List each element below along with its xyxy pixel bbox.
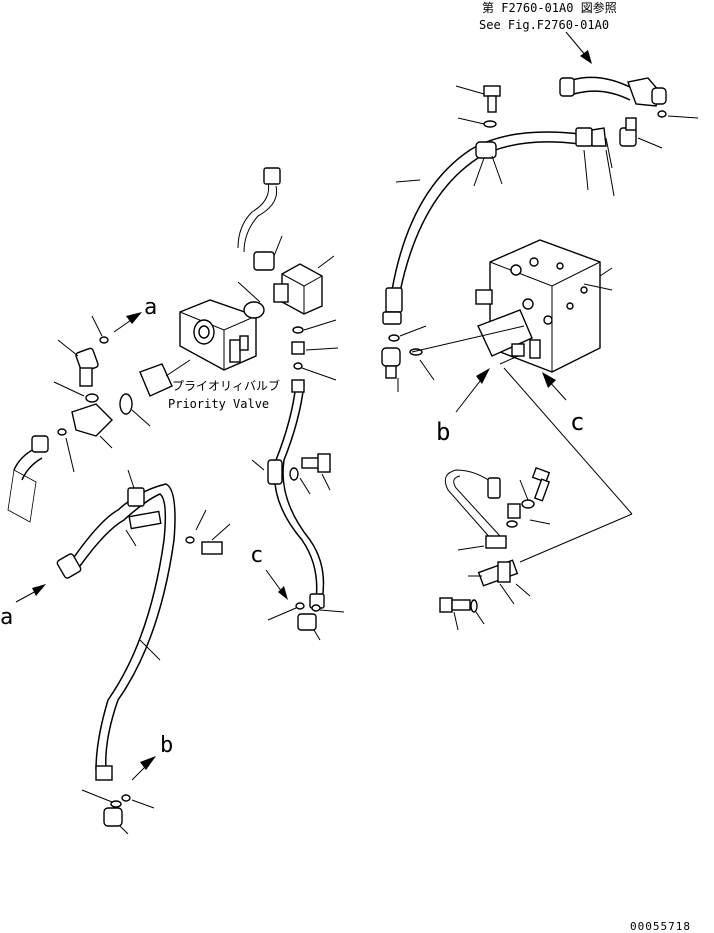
reference-arrow (565, 31, 592, 64)
elbow-fitting-middle (267, 602, 345, 641)
callout-a-upper: a (144, 295, 157, 320)
o-ring-large (243, 301, 265, 319)
reference-text-jp: 第 F2760-01A0 図参照 (482, 0, 617, 15)
drawing-number: 00055718 (630, 920, 691, 933)
arrow-c-right (542, 372, 567, 401)
tee-fitting-left (53, 381, 113, 449)
o-ring-medium (119, 393, 133, 415)
callout-c-lower: c (250, 543, 263, 568)
relief-cartridge (139, 359, 191, 397)
pilot-hose-middle (251, 379, 325, 609)
port-fittings (499, 339, 541, 365)
elbow-fitting-right (381, 325, 525, 392)
priority-valve-label-en: Priority Valve (168, 397, 269, 411)
sensor-bracket-assembly (444, 367, 633, 605)
arrow-c-lower (265, 569, 288, 600)
arrow-b-right (455, 368, 490, 413)
priority-valve-label-jp: プライオリィバルブ (172, 378, 280, 393)
callout-c-right: c (570, 408, 584, 436)
control-valve-block (475, 239, 613, 373)
reference-text-en: See Fig.F2760-01A0 (479, 18, 609, 32)
arrow-a-lower (15, 584, 46, 603)
elbow-fitting-lower (81, 789, 155, 835)
solenoid-connector (237, 167, 283, 271)
priority-valve (179, 299, 257, 371)
upper-return-hose (559, 76, 699, 119)
arrow-a-upper (113, 312, 142, 333)
hose-end-left (7, 435, 75, 523)
elbow-fitting-left (57, 315, 109, 387)
bolt-middle (289, 453, 331, 495)
priority-valve-fittings (291, 319, 339, 381)
arrow-b-lower (131, 756, 156, 781)
callout-b-lower: b (160, 733, 173, 758)
callout-a-lower: a (0, 605, 13, 630)
elbow-fitting-top (583, 117, 663, 197)
solenoid-coil (273, 255, 335, 315)
pilot-hose-right (382, 127, 607, 325)
bolt-bracket (439, 597, 485, 631)
callout-b-right: b (436, 418, 450, 446)
pilot-hose-left (56, 469, 231, 781)
bolt-top (455, 85, 501, 128)
